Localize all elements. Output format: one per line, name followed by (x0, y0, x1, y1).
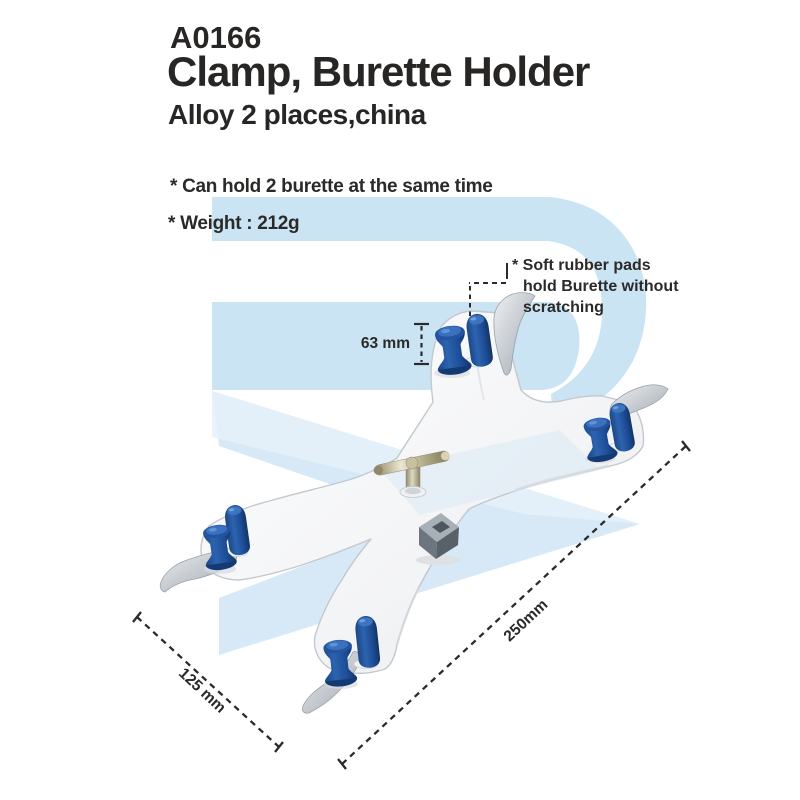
feature-item-weight: * Weight : 212g (168, 213, 300, 234)
callout-line-1: * Soft rubber pads (512, 257, 651, 274)
dimension-line-125mm (132, 611, 284, 753)
clamp-bracket-block (416, 513, 460, 565)
callout-line-2: hold Burette without (523, 278, 679, 295)
callout-line-3: scratching (523, 299, 604, 316)
callout-leader-line (469, 263, 508, 316)
wing-screw (373, 450, 450, 498)
dimension-label-125mm: 125 mm (175, 665, 229, 717)
dimension-line-63mm (414, 322, 429, 366)
page-title: Clamp, Burette Holder (167, 48, 590, 95)
dimension-label-250mm: 250mm (501, 596, 552, 645)
clamp-jaw-top (493, 292, 536, 376)
dimension-line-250mm (337, 440, 691, 770)
callout-note: * Soft rubber pads hold Burette without … (512, 255, 679, 318)
dimension-label-63mm: 63 mm (361, 335, 410, 352)
feature-item-capacity: * Can hold 2 burette at the same time (170, 176, 493, 197)
product-code: A0166 (170, 20, 262, 55)
page-subtitle: Alloy 2 places,china (168, 99, 426, 130)
